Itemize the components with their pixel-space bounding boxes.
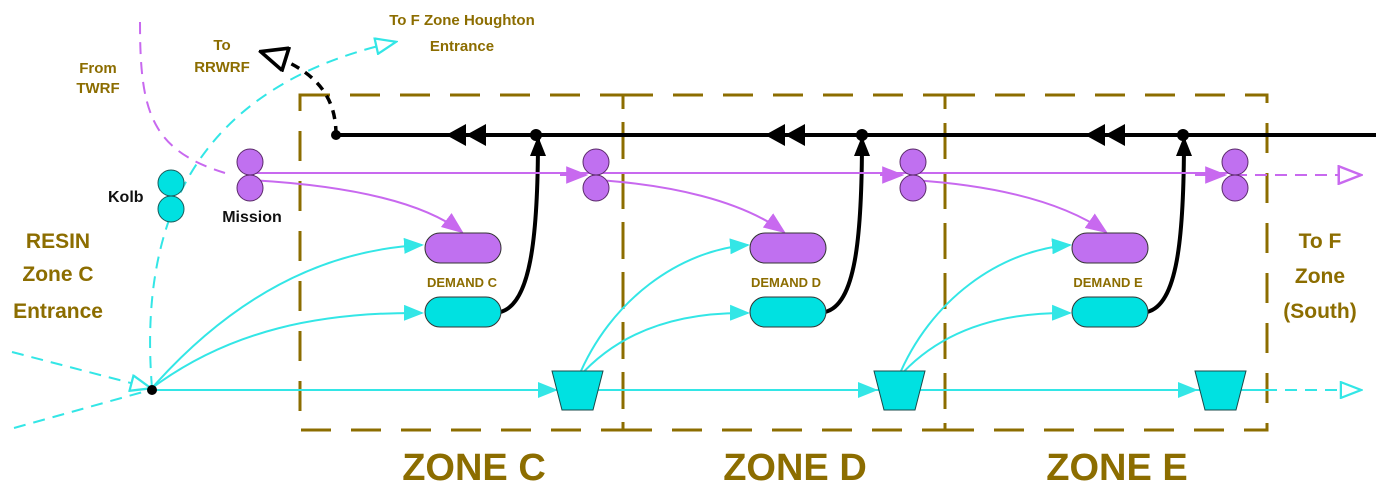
double-arrowhead-icon bbox=[765, 124, 805, 146]
zone-e-box bbox=[943, 93, 1269, 432]
from-twrf-label: From bbox=[79, 60, 117, 77]
from-twrf-label: TWRF bbox=[76, 80, 119, 97]
to-f-houghton-label: Entrance bbox=[430, 38, 494, 55]
violet-to-demand-c bbox=[249, 179, 464, 234]
return-from-demand-e bbox=[1146, 136, 1192, 314]
demand-d-label: DEMAND D bbox=[751, 275, 821, 290]
cyan-to-demand-e-cyan bbox=[897, 304, 1072, 379]
trapezoid-tank-icon bbox=[551, 370, 604, 411]
trapezoid-tank-icon bbox=[1194, 370, 1247, 411]
double-circle-icon bbox=[1221, 148, 1249, 202]
return-from-demand-c bbox=[499, 136, 546, 314]
to-rrwrf-label: To bbox=[213, 37, 230, 54]
violet-to-demand-e bbox=[911, 179, 1108, 234]
labels: From TWRF To RRWRF To F Zone Houghton En… bbox=[13, 12, 1357, 489]
resin-junction-node bbox=[147, 385, 157, 395]
cyan-to-demand-e-violet bbox=[897, 238, 1072, 379]
zone-boxes bbox=[298, 93, 1269, 432]
cyan-to-demand-d-violet bbox=[577, 238, 750, 379]
double-arrowhead-icon bbox=[446, 124, 486, 146]
resin-label: RESIN bbox=[26, 230, 90, 253]
cyan-supply bbox=[151, 237, 1360, 390]
pill-icon bbox=[1071, 232, 1149, 264]
violet-supply bbox=[249, 173, 1360, 234]
to-f-south-label: To F bbox=[1299, 230, 1342, 253]
demand-e-label: DEMAND E bbox=[1073, 275, 1143, 290]
pill-icon bbox=[424, 232, 502, 264]
double-circle-icon bbox=[899, 148, 927, 202]
pill-icon bbox=[1071, 296, 1149, 328]
demand-nodes bbox=[424, 232, 1149, 328]
demand-c-label: DEMAND C bbox=[427, 275, 498, 290]
kolb-label: Kolb bbox=[108, 189, 144, 206]
zone-d-label: ZONE D bbox=[723, 447, 867, 489]
resin-in-lower bbox=[13, 389, 151, 429]
mission-label: Mission bbox=[222, 209, 282, 226]
pill-icon bbox=[424, 296, 502, 328]
storage-tanks bbox=[551, 370, 1247, 411]
zone-e-label: ZONE E bbox=[1046, 447, 1187, 489]
to-f-houghton-line bbox=[149, 42, 395, 389]
double-circle-icon bbox=[582, 148, 610, 202]
return-line bbox=[262, 52, 1376, 314]
pill-icon bbox=[749, 296, 827, 328]
to-f-houghton-label: To F Zone Houghton bbox=[389, 12, 535, 29]
zone-d-box bbox=[621, 93, 947, 432]
to-rrwrf-dashed bbox=[262, 52, 338, 136]
from-twrf-line bbox=[139, 21, 226, 174]
resin-in-upper bbox=[11, 351, 150, 388]
double-circle-icon bbox=[157, 169, 185, 223]
zone-c-box bbox=[298, 93, 625, 432]
return-start-node bbox=[331, 130, 341, 140]
double-arrowhead-icon bbox=[1085, 124, 1125, 146]
cyan-to-demand-d-cyan bbox=[577, 304, 750, 379]
cyan-to-demand-c-cyan bbox=[151, 304, 424, 389]
double-circle-icon bbox=[236, 148, 264, 202]
violet-to-demand-d bbox=[597, 179, 786, 234]
return-from-demand-d bbox=[824, 136, 870, 314]
trapezoid-tank-icon bbox=[873, 370, 926, 411]
to-f-south-label: (South) bbox=[1283, 300, 1356, 323]
pill-icon bbox=[749, 232, 827, 264]
resin-label: Zone C bbox=[22, 263, 93, 286]
to-rrwrf-label: RRWRF bbox=[194, 59, 250, 76]
to-f-south-label: Zone bbox=[1295, 265, 1345, 288]
incoming-dashed-lines bbox=[11, 21, 395, 429]
resin-label: Entrance bbox=[13, 300, 103, 323]
cyan-to-demand-c-violet bbox=[151, 237, 424, 389]
zone-c-label: ZONE C bbox=[402, 447, 546, 489]
